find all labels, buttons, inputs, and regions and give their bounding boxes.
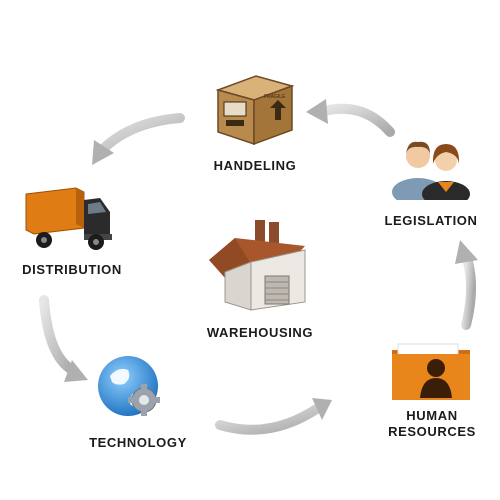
label-human-resources-line1: HUMAN (406, 408, 458, 423)
label-human-resources: HUMAN RESOURCES (372, 408, 492, 440)
distribution-node (22, 184, 114, 254)
arrow-distribution-to-technology (39, 295, 88, 382)
arrow-handeling-to-distribution (92, 113, 185, 165)
arrow-legislation-to-handeling (306, 99, 395, 137)
label-legislation: LEGISLATION (384, 213, 478, 228)
label-handeling: HANDELING (213, 158, 297, 173)
label-distribution: DISTRIBUTION (22, 262, 122, 277)
delivery-truck-icon (25, 187, 112, 250)
legislation-node (388, 130, 476, 207)
label-human-resources-line2: RESOURCES (388, 424, 476, 439)
warehousing-node (205, 216, 315, 316)
technology-node (96, 354, 170, 424)
handeling-node: FRAGILE (208, 68, 300, 148)
human-resources-node (388, 338, 474, 404)
globe-gear-icon (98, 356, 160, 416)
arrow-human-resources-to-legislation (455, 240, 478, 330)
people-icon (392, 141, 470, 207)
arrow-technology-to-human-resources (215, 398, 332, 435)
label-technology: TECHNOLOGY (89, 435, 187, 450)
cardboard-box-icon: FRAGILE (215, 75, 295, 146)
warehouse-icon (209, 220, 306, 311)
folder-person-icon (392, 343, 470, 400)
box-fragile-text: FRAGILE (264, 94, 286, 100)
label-warehousing: WAREHOUSING (206, 325, 314, 340)
